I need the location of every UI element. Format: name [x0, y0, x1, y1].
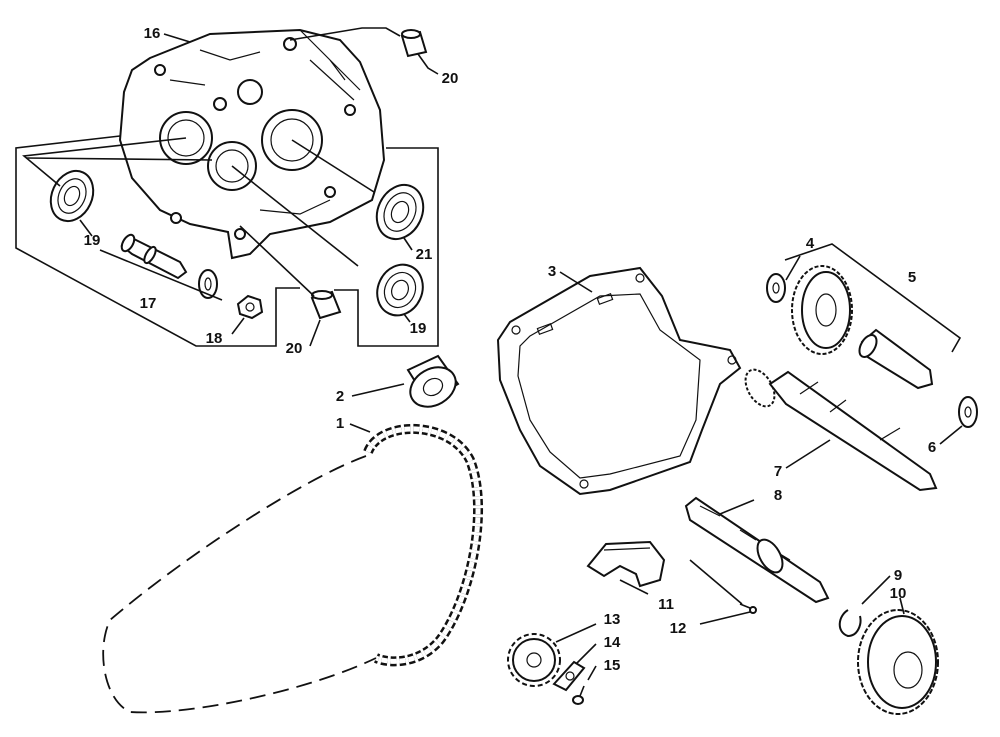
callout-15: 15 — [604, 657, 621, 674]
gear-case-housing — [118, 28, 386, 260]
callout-19-right: 19 — [410, 320, 427, 337]
callout-16: 16 — [144, 25, 161, 42]
callout-10: 10 — [890, 585, 907, 602]
callout-17: 17 — [140, 295, 157, 312]
countershaft-7 — [744, 368, 938, 492]
main-shaft-8 — [684, 496, 830, 604]
bolt-15 — [572, 685, 585, 705]
callout-21: 21 — [416, 246, 433, 263]
callout-labels: 16 20 19 21 17 18 20 19 2 1 3 4 5 6 7 8 … — [84, 25, 937, 674]
gasket — [496, 266, 742, 496]
drive-chain — [102, 423, 484, 714]
washer-4 — [766, 273, 786, 303]
washer-17 — [198, 269, 218, 299]
output-gear-10 — [857, 609, 939, 715]
callout-5: 5 — [908, 269, 916, 286]
stud-bolt — [120, 233, 188, 280]
callout-14: 14 — [604, 634, 621, 651]
gear-5 — [791, 265, 853, 355]
bracket-left — [15, 135, 300, 347]
bearing-21 — [375, 183, 425, 241]
bushing-bottom — [310, 290, 342, 320]
callout-12: 12 — [670, 620, 687, 637]
sprocket-13 — [507, 633, 561, 687]
bearing-19-left — [49, 169, 95, 223]
callout-3: 3 — [548, 263, 556, 280]
lock-plate-14 — [552, 660, 586, 692]
callout-13: 13 — [604, 611, 621, 628]
circlip-9 — [838, 609, 862, 638]
bracket-part-5 — [784, 243, 962, 353]
callout-1: 1 — [336, 415, 344, 432]
bearing-19-right — [376, 263, 424, 317]
leader-lines — [22, 27, 963, 681]
callout-7: 7 — [774, 463, 782, 480]
washer-6 — [958, 396, 978, 428]
callout-20-bottom: 20 — [286, 340, 303, 357]
shaft-5 — [858, 328, 934, 390]
screw-12 — [739, 603, 757, 614]
callout-6: 6 — [928, 439, 936, 456]
callout-20-top: 20 — [442, 70, 459, 87]
callout-8: 8 — [774, 487, 782, 504]
callout-18: 18 — [206, 330, 223, 347]
callout-4: 4 — [806, 235, 815, 252]
callout-9: 9 — [894, 567, 902, 584]
bracket-right — [334, 147, 439, 347]
callout-11: 11 — [658, 596, 674, 613]
bearing-2 — [406, 354, 460, 408]
bushing-top — [400, 29, 428, 58]
callout-2: 2 — [336, 388, 344, 405]
chain-guide-11 — [586, 540, 666, 588]
nut-18 — [236, 294, 264, 320]
callout-19-left: 19 — [84, 232, 101, 249]
